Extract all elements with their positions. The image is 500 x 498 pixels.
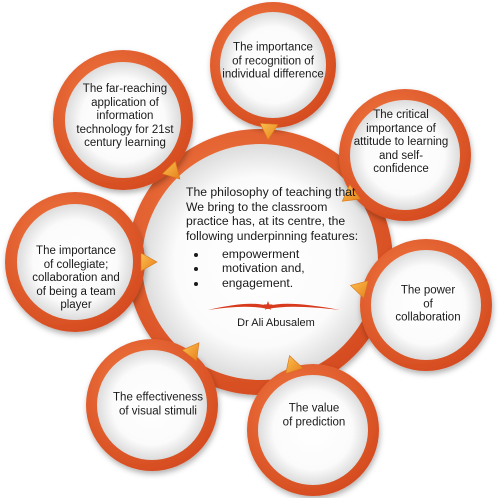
- node-visual-stimuli: [86, 339, 218, 471]
- node-inner-disc: [258, 375, 368, 485]
- arrow-attitude: [341, 183, 362, 202]
- feature-item: motivation and,: [208, 261, 366, 276]
- arrow-visual-stimuli: [181, 342, 200, 362]
- swoosh-divider: [208, 303, 340, 310]
- node-inner-disc: [97, 350, 207, 460]
- node-inner-disc: [220, 12, 326, 118]
- arrow-technology: [161, 160, 181, 180]
- node-recognition: [210, 2, 336, 128]
- node-label-collaboration: The power of collaboration: [395, 284, 461, 324]
- center-inner-disc: [142, 144, 378, 380]
- center-intro: The philosophy of teaching that We bring…: [186, 185, 359, 243]
- author-decoration: [208, 301, 340, 311]
- arrow-collaboration: [349, 280, 369, 299]
- node-inner-disc: [65, 62, 181, 178]
- node-inner-disc: [350, 100, 460, 210]
- author-name: Dr Ali Abusalem: [237, 317, 315, 329]
- star-icon: [263, 301, 273, 311]
- feature-item: engagement.: [208, 276, 366, 291]
- node-attitude: [339, 89, 471, 221]
- node-label-recognition: The importance of recognition of individ…: [222, 41, 324, 81]
- node-label-prediction: The value of prediction: [282, 402, 346, 428]
- node-prediction: [247, 364, 379, 496]
- node-inner-disc: [17, 204, 133, 320]
- arrow-prediction: [285, 355, 304, 375]
- connector-arrows: [140, 122, 369, 375]
- node-label-technology: The far-reaching application of informat…: [76, 83, 174, 150]
- features-list: empowerment motivation and, engagement.: [186, 247, 366, 291]
- feature-item: empowerment: [208, 247, 366, 262]
- outer-nodes: [5, 2, 492, 496]
- node-label-visual-stimuli: The effectiveness of visual stimuli: [113, 391, 203, 417]
- center-circle: [127, 129, 393, 395]
- arrow-recognition: [259, 122, 279, 141]
- node-inner-disc: [371, 250, 481, 360]
- node-label-attitude: The critical importance of attitude to l…: [353, 109, 449, 176]
- arrow-collegiate: [140, 252, 158, 272]
- center-philosophy-text: The philosophy of teaching that We bring…: [186, 185, 366, 290]
- node-technology: [53, 50, 193, 190]
- node-collaboration: [360, 239, 492, 371]
- node-collegiate: [5, 192, 145, 332]
- node-label-collegiate: The importance of collegiate; collaborat…: [32, 245, 120, 312]
